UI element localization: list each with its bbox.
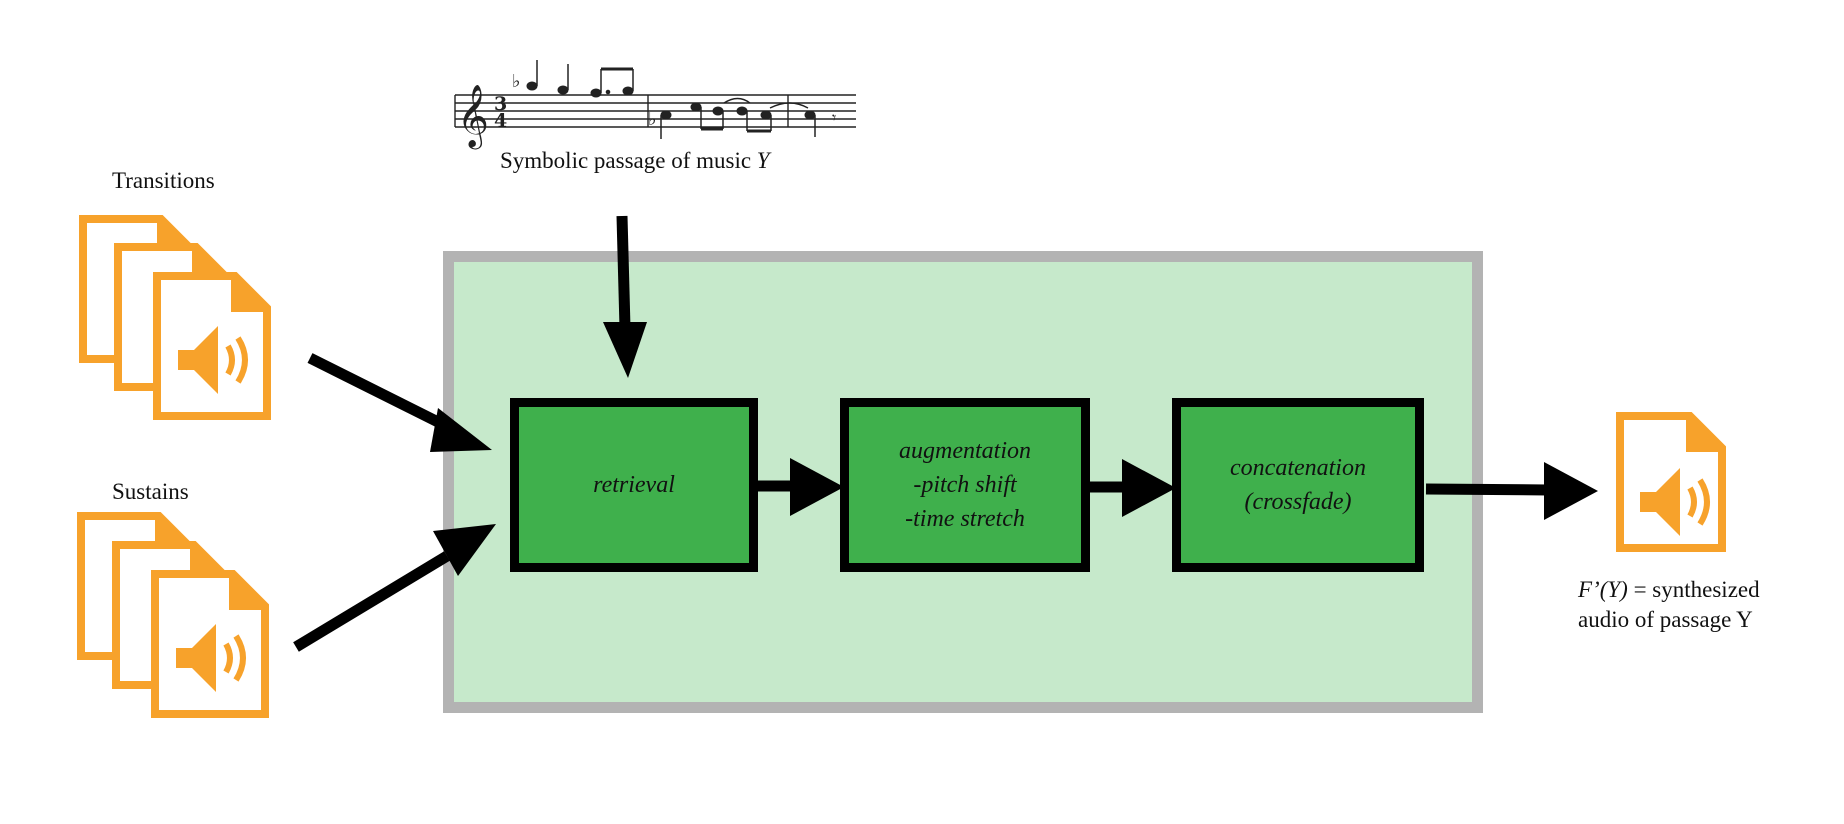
augmentation-label: augmentation [899, 438, 1031, 464]
augmentation-box: augmentation -pitch shift -time stretch [840, 398, 1090, 572]
arrow-head [1122, 459, 1176, 517]
arrow-head [433, 524, 496, 576]
retrieval-label: retrieval [593, 472, 675, 498]
score-caption: Symbolic passage of music Y [500, 148, 770, 173]
transitions-label: Transitions [112, 168, 215, 193]
treble-clef: 𝄞 [457, 84, 489, 150]
transitions-file-stack [83, 219, 267, 416]
output-caption-line2: audio of passage Y [1578, 606, 1753, 632]
music-score: 𝄞 3 4 ♭ ♭ 𝄾 [454, 60, 856, 150]
output-formula: F’(Y) [1578, 577, 1628, 602]
svg-text:♭: ♭ [648, 109, 657, 130]
arrow-head [430, 408, 492, 452]
pitch-shift-label: -pitch shift [913, 472, 1017, 498]
sustains-file-stack [81, 516, 265, 714]
svg-text:𝄾: 𝄾 [832, 108, 836, 127]
arrows [293, 215, 1598, 652]
concatenation-box: concatenation (crossfade) [1172, 398, 1424, 572]
concatenation-label: concatenation [1230, 455, 1366, 481]
arrow-head [1544, 462, 1598, 520]
arrow-head [790, 458, 844, 516]
svg-text:3: 3 [494, 93, 507, 115]
score-caption-variable: Y [756, 148, 770, 173]
retrieval-box: retrieval [510, 398, 758, 572]
svg-text:♭: ♭ [512, 71, 521, 92]
svg-text:4: 4 [494, 110, 507, 132]
output-caption: F’(Y) = synthesized audio of passage Y [1578, 575, 1760, 635]
time-stretch-label: -time stretch [905, 506, 1025, 532]
crossfade-label: (crossfade) [1244, 489, 1352, 515]
output-audio-file [1616, 412, 1726, 552]
arrow-head [603, 322, 647, 378]
sustains-label: Sustains [112, 479, 189, 504]
